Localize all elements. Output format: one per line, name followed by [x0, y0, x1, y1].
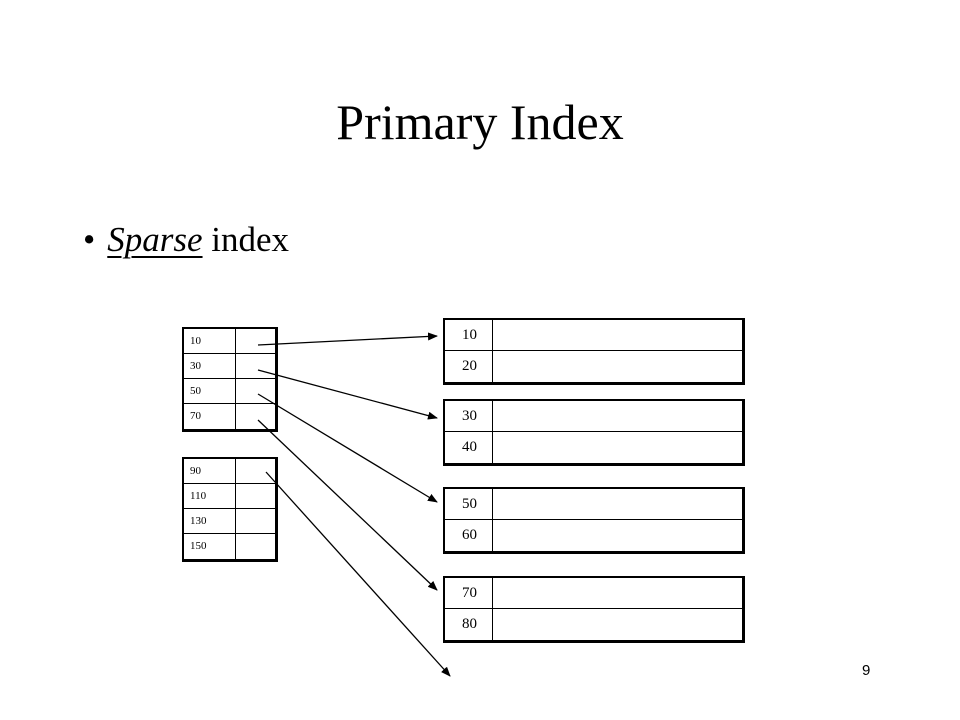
index-entry: 70 — [184, 404, 275, 429]
data-record: 30 — [445, 401, 742, 432]
record-key: 40 — [445, 432, 493, 463]
record-key: 30 — [445, 401, 493, 431]
bullet-emphasis: Sparse — [107, 220, 203, 259]
index-entry: 150 — [184, 534, 275, 559]
record-key: 80 — [445, 609, 493, 640]
index-key: 150 — [184, 534, 236, 559]
pointer-arrow-4 — [257, 419, 438, 591]
record-key: 50 — [445, 489, 493, 519]
data-record: 70 — [445, 578, 742, 609]
slide-title: Primary Index — [336, 94, 624, 150]
index-key: 50 — [184, 379, 236, 403]
pointer-arrow-5 — [265, 471, 451, 677]
index-key: 110 — [184, 484, 236, 508]
record-key: 70 — [445, 578, 493, 608]
record-key: 10 — [445, 320, 493, 350]
data-record: 60 — [445, 520, 742, 551]
index-entry: 130 — [184, 509, 275, 534]
record-key: 20 — [445, 351, 493, 382]
index-key: 10 — [184, 329, 236, 353]
data-block-3: 50 60 — [443, 487, 745, 554]
index-entry: 10 — [184, 329, 275, 354]
bullet-text: index — [211, 220, 290, 259]
data-block-4: 70 80 — [443, 576, 745, 643]
pointer-arrow-1 — [257, 332, 438, 346]
index-key: 90 — [184, 459, 236, 483]
bullet-point: • Sparse index — [83, 218, 289, 262]
page-number: 9 — [862, 662, 871, 679]
index-key: 70 — [184, 404, 236, 429]
index-key: 30 — [184, 354, 236, 378]
data-block-1: 10 20 — [443, 318, 745, 385]
index-entry: 90 — [184, 459, 275, 484]
data-record: 80 — [445, 609, 742, 640]
data-record: 10 — [445, 320, 742, 351]
index-entry: 30 — [184, 354, 275, 379]
bullet-symbol: • — [83, 220, 96, 259]
data-record: 50 — [445, 489, 742, 520]
data-record: 40 — [445, 432, 742, 463]
data-record: 20 — [445, 351, 742, 382]
index-entry: 110 — [184, 484, 275, 509]
record-key: 60 — [445, 520, 493, 551]
pointer-arrow-3 — [257, 393, 438, 503]
index-block-2: 90 110 130 150 — [182, 457, 278, 562]
data-block-2: 30 40 — [443, 399, 745, 466]
pointer-arrow-2 — [257, 369, 438, 420]
index-key: 130 — [184, 509, 236, 533]
index-entry: 50 — [184, 379, 275, 404]
